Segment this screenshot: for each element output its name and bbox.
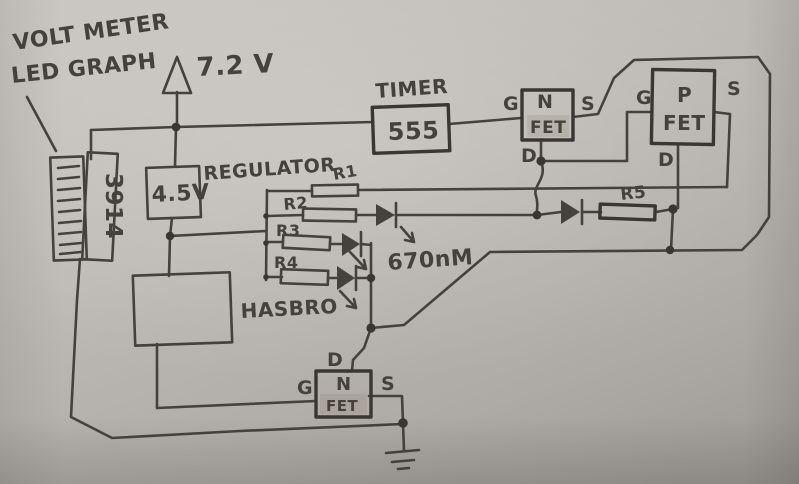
wire-bottom-drain xyxy=(350,326,373,373)
resistors: R1 R2 R3 R4 R5 xyxy=(274,161,657,287)
timer-value: 555 xyxy=(387,116,440,146)
resistor-r5-body xyxy=(598,202,657,222)
wire-top-rail xyxy=(89,120,375,132)
nfet-bottom: N FET D G S xyxy=(297,349,395,419)
junction-led-r4 xyxy=(366,273,376,283)
led-wavelength-label: 670nM xyxy=(387,245,475,276)
wire-r2-rail xyxy=(265,207,675,218)
pfet-part: FET xyxy=(663,111,705,135)
junction-bottom-rail xyxy=(665,245,675,255)
nfet-bottom-source-label: S xyxy=(381,373,395,395)
resistor-r2-label: R2 xyxy=(283,193,309,214)
junction-dots xyxy=(165,122,678,428)
nfet-bottom-type: N xyxy=(336,374,352,395)
wire-r1-rail xyxy=(356,185,729,192)
wire-bottom-source-to-ground xyxy=(367,394,406,452)
supply-7v2: 7.2 V xyxy=(161,49,275,129)
resistor-r4-label: R4 xyxy=(274,253,298,272)
hasbro-module: HASBRO xyxy=(131,271,338,347)
nfet-top-drain-label: D xyxy=(521,145,537,167)
wire-regulator-in xyxy=(173,125,178,168)
nfet-top-source-label: S xyxy=(581,93,595,115)
pfet-type: P xyxy=(677,83,692,107)
timer-555: TIMER 555 xyxy=(370,74,452,156)
nfet-top: N FET G S D xyxy=(503,88,595,167)
nfet-bottom-gate-label: G xyxy=(297,377,313,399)
junction-nfet-drain xyxy=(536,156,546,166)
annotation-pointer-line xyxy=(25,95,58,153)
resistor-r1-body xyxy=(310,183,360,198)
resistor-r3-body xyxy=(281,233,332,252)
nfet-bottom-box xyxy=(314,369,373,419)
timer-title: TIMER xyxy=(375,74,449,103)
junction-column-r2 xyxy=(263,213,269,219)
junction-column-r3 xyxy=(263,240,269,246)
wire-outer-loop xyxy=(488,55,772,254)
resistor-r3-label: R3 xyxy=(276,221,300,240)
wire-555-to-nfet-gate xyxy=(447,116,523,126)
regulator-box xyxy=(144,164,203,221)
pfet: P FET G S D xyxy=(636,67,741,171)
junction-supply xyxy=(171,122,181,132)
bargraph-segment-ticks-icon xyxy=(56,164,83,256)
junction-regulator-out xyxy=(165,231,175,241)
nfet-top-type: N xyxy=(537,91,553,113)
series-diode-icon xyxy=(561,200,580,224)
supply-arrowhead-icon xyxy=(161,55,193,95)
resistor-r1-label: R1 xyxy=(331,161,358,184)
wire-meter-ground-rail xyxy=(69,257,405,440)
wire-regulator-to-resistors xyxy=(168,229,268,238)
pfet-box xyxy=(649,67,717,147)
wire-diagonal-link xyxy=(369,250,492,330)
led3-diode-icon xyxy=(337,266,355,290)
led-emission-arrows-icon xyxy=(338,225,416,310)
annotation-line2: LED GRAPH xyxy=(10,49,158,89)
nfet-top-highlight xyxy=(527,115,569,137)
resistor-r5-label: R5 xyxy=(619,182,647,205)
pfet-source-label: S xyxy=(727,78,741,100)
wire-r5-node-down xyxy=(669,207,675,252)
junction-ground xyxy=(398,418,408,428)
timer-box xyxy=(370,102,452,156)
bargraph-chip-body xyxy=(80,150,120,263)
wire-hasbro-to-gate xyxy=(155,342,318,410)
junction-column-r4 xyxy=(263,274,269,280)
led1-diode-icon xyxy=(376,204,395,226)
diodes: 670nM xyxy=(337,198,584,310)
wire-r3-leads xyxy=(264,240,373,247)
led2-diode-icon xyxy=(342,233,360,256)
supply-voltage-label: 7.2 V xyxy=(196,49,275,83)
wire-regulator-out-drop xyxy=(167,216,174,278)
nfet-top-gate-label: G xyxy=(503,93,519,115)
nfet-top-box xyxy=(520,88,575,142)
led-bargraph-3914: 3914 xyxy=(48,150,126,263)
regulator-value: 4.5V xyxy=(151,180,210,208)
wire-nfet-drain-to-pfet-gate xyxy=(539,110,654,163)
wire-resistor-column xyxy=(264,188,269,282)
regulator-label: REGULATOR xyxy=(203,154,336,185)
ground-symbol-icon xyxy=(384,448,421,471)
resistor-r2-body xyxy=(301,207,358,223)
pfet-gate-label: G xyxy=(636,87,652,109)
hasbro-box xyxy=(131,271,234,347)
hasbro-label: HASBRO xyxy=(240,294,338,323)
wire-pfet-source-link xyxy=(712,110,732,189)
nfet-top-part: FET xyxy=(530,118,566,138)
junction-r2-rail xyxy=(532,210,542,220)
nfet-bottom-highlight xyxy=(320,394,367,414)
junction-r5-right xyxy=(668,204,678,214)
resistor-r4-body xyxy=(279,267,330,287)
pfet-drain-label: D xyxy=(658,149,674,171)
bargraph-chip-label: 3914 xyxy=(100,173,126,239)
nfet-bottom-drain-label: D xyxy=(327,349,343,371)
nfet-bottom-part: FET xyxy=(326,397,358,415)
junction-led-bottom xyxy=(366,323,376,333)
